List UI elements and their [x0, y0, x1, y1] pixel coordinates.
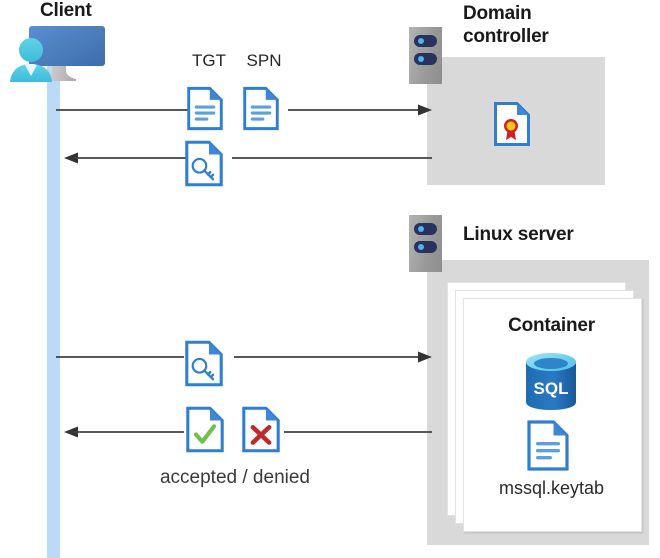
spn-label: SPN: [246, 51, 282, 70]
document-key-icon: [185, 340, 223, 387]
sql-database-icon: SQL: [526, 353, 576, 410]
domain-controller-server-icon: [409, 27, 442, 84]
domain-controller-title-line1: Domain: [463, 3, 532, 24]
document-checkmark-icon: [186, 406, 224, 453]
flow-4-arrow: [56, 422, 432, 442]
spn-document-icon: [243, 86, 279, 131]
document-lines-icon: [243, 86, 279, 131]
tgt-label: TGT: [192, 51, 226, 70]
accepted-document-icon: [186, 406, 224, 453]
denied-document-icon: [242, 406, 280, 453]
flow-3-arrow: [56, 347, 432, 367]
keytab-document-icon: [527, 420, 569, 471]
sql-database-icon-wrap: SQL: [523, 352, 579, 412]
container-title: Container: [508, 315, 595, 336]
client-lifeline: [47, 62, 60, 558]
accepted-denied-label: accepted / denied: [159, 467, 310, 488]
sql-database-label: SQL: [534, 379, 569, 398]
linux-server-title: Linux server: [463, 224, 574, 245]
client-icon: [8, 22, 106, 88]
ticket-key-document-icon-1: [185, 140, 223, 187]
client-title: Client: [40, 0, 92, 21]
user-with-monitor-icon: [10, 26, 105, 82]
linux-server-server-icon: [409, 215, 442, 272]
keytab-label: mssql.keytab: [498, 478, 605, 498]
ticket-key-document-icon-2: [185, 340, 223, 387]
document-x-icon: [242, 406, 280, 453]
domain-controller-title-line2: controller: [463, 26, 549, 47]
document-certificate-icon: [494, 102, 530, 146]
document-lines-icon: [187, 86, 223, 131]
tgt-document-icon: [187, 86, 223, 131]
flow-2-arrow: [56, 148, 432, 168]
document-key-icon: [185, 140, 223, 187]
container-card-front[interactable]: [463, 298, 642, 532]
certificate-document-icon: [494, 102, 530, 146]
document-lines-icon: [527, 420, 569, 471]
flow-1-arrow: [56, 100, 432, 120]
